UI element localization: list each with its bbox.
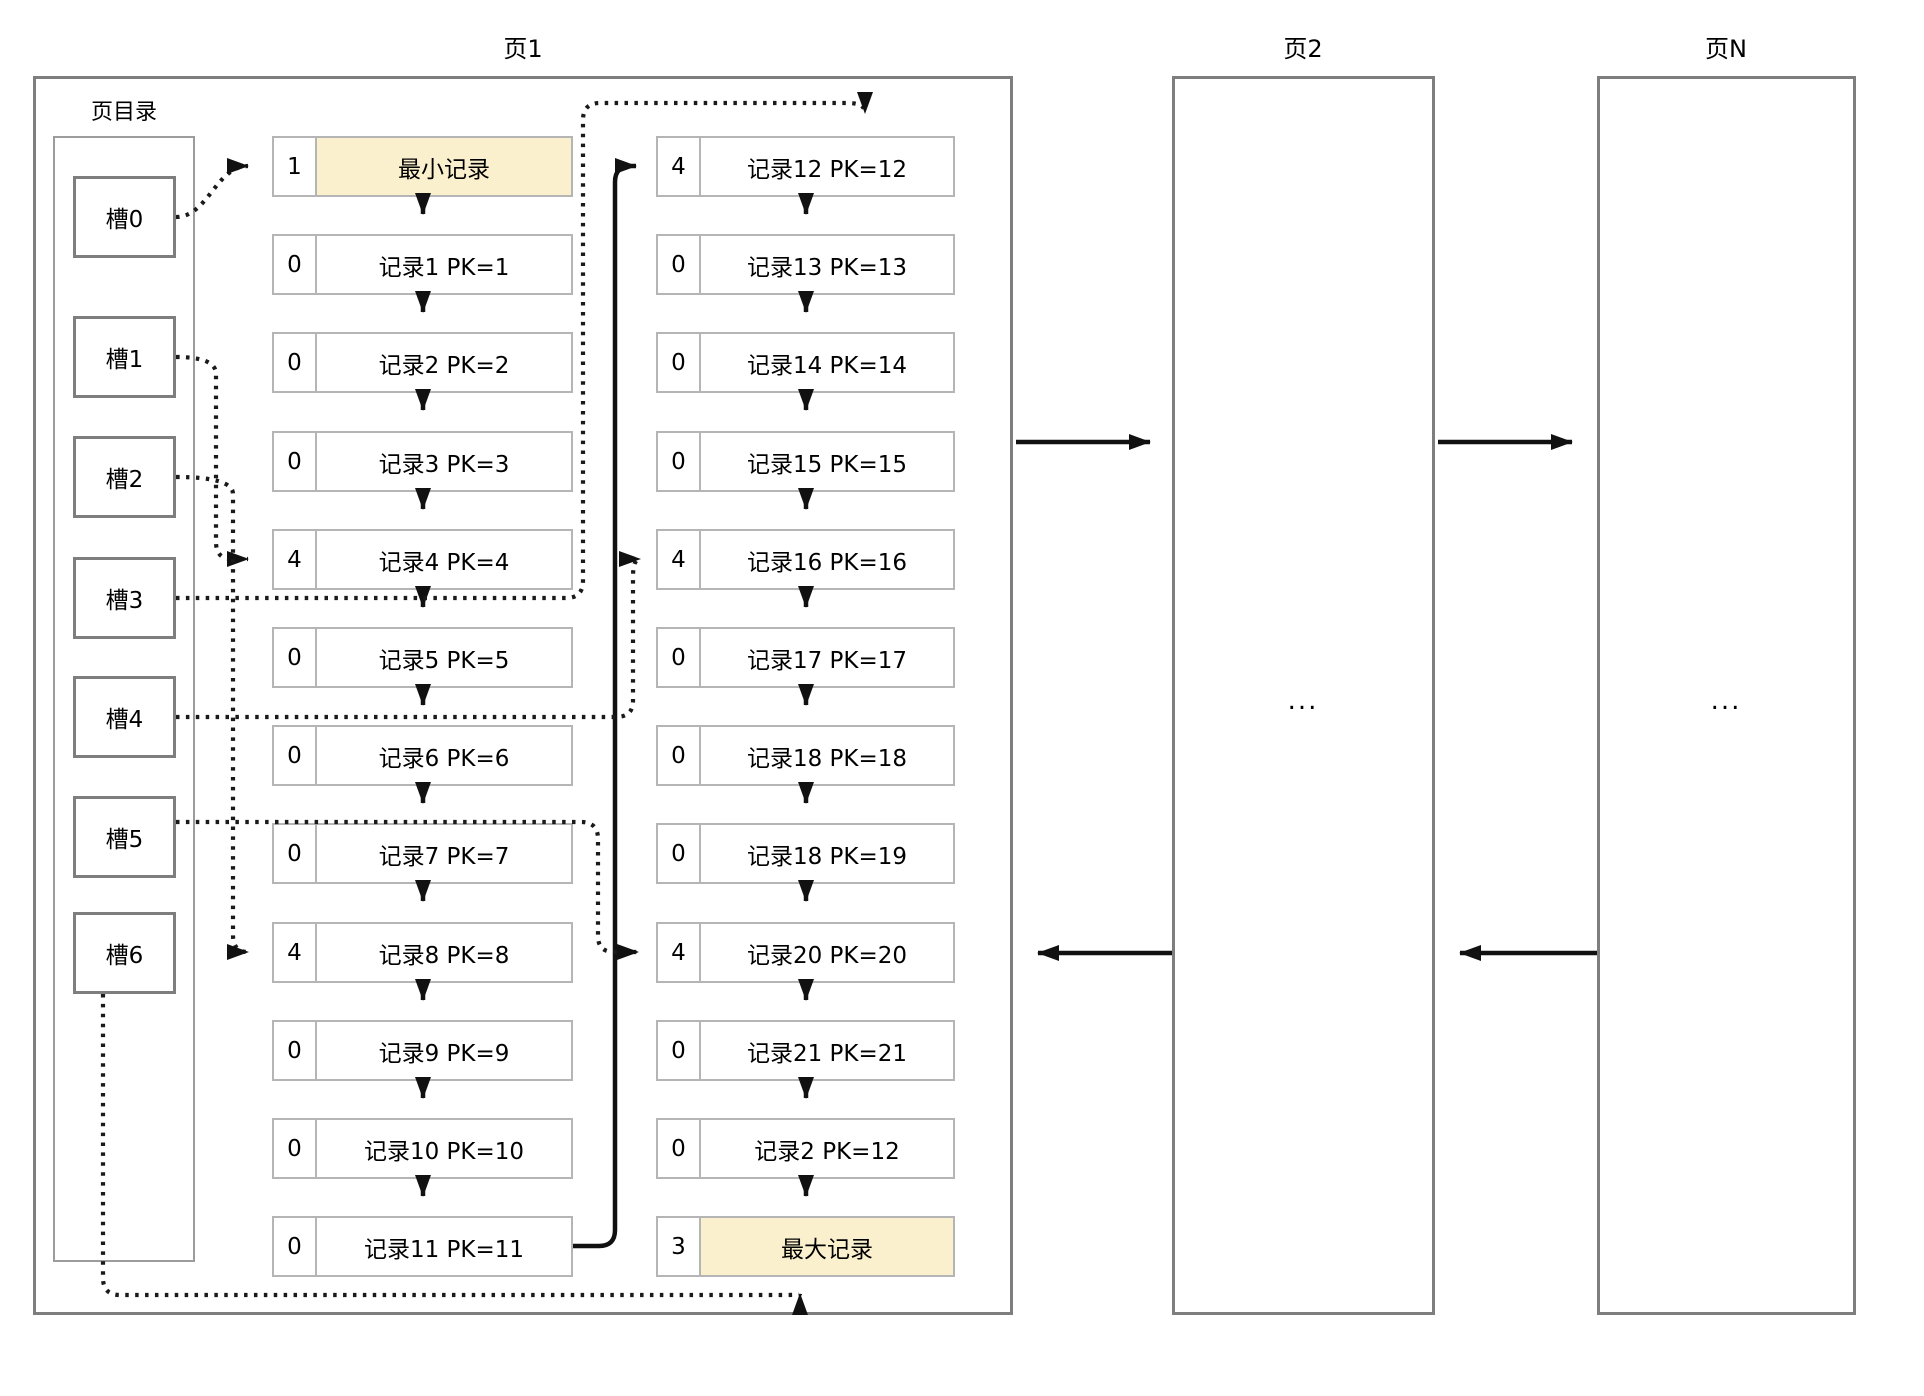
record-label: 记录14 PK=14	[701, 334, 953, 391]
record-row: 0 记录2 PK=12	[656, 1118, 955, 1179]
page1-title: 页1	[503, 35, 543, 63]
record-row: 0 记录2 PK=2	[272, 332, 573, 393]
record-row: 0 记录1 PK=1	[272, 234, 573, 295]
n-owned-cell: 0	[658, 825, 701, 882]
pageN-ellipsis: ...	[1710, 686, 1742, 716]
record-label: 记录16 PK=16	[701, 531, 953, 588]
page2-ellipsis: ...	[1287, 686, 1319, 716]
n-owned-cell: 4	[274, 924, 317, 981]
record-row: 0 记录11 PK=11	[272, 1216, 573, 1277]
record-label: 记录10 PK=10	[317, 1120, 571, 1177]
record-row: 4 记录20 PK=20	[656, 922, 955, 983]
record-label: 记录17 PK=17	[701, 629, 953, 686]
record-row: 0 记录3 PK=3	[272, 431, 573, 492]
record-row: 0 记录10 PK=10	[272, 1118, 573, 1179]
n-owned-cell: 0	[274, 727, 317, 784]
n-owned-cell: 0	[274, 1120, 317, 1177]
record-row: 0 记录6 PK=6	[272, 725, 573, 786]
record-label: 记录13 PK=13	[701, 236, 953, 293]
n-owned-cell: 4	[658, 924, 701, 981]
record-row: 4 记录12 PK=12	[656, 136, 955, 197]
n-owned-cell: 0	[274, 1218, 317, 1275]
slot-2: 槽2	[73, 436, 176, 518]
record-row: 0 记录18 PK=18	[656, 725, 955, 786]
n-owned-cell: 4	[658, 531, 701, 588]
slot-0: 槽0	[73, 176, 176, 258]
record-row: 4 记录8 PK=8	[272, 922, 573, 983]
slot-6: 槽6	[73, 912, 176, 994]
record-label: 记录9 PK=9	[317, 1022, 571, 1079]
record-label: 记录2 PK=12	[701, 1120, 953, 1177]
slot-4: 槽4	[73, 676, 176, 758]
record-label: 记录6 PK=6	[317, 727, 571, 784]
n-owned-cell: 0	[658, 236, 701, 293]
record-label: 记录1 PK=1	[317, 236, 571, 293]
record-label: 记录5 PK=5	[317, 629, 571, 686]
record-label: 记录18 PK=18	[701, 727, 953, 784]
record-label: 记录21 PK=21	[701, 1022, 953, 1079]
record-row: 0 记录15 PK=15	[656, 431, 955, 492]
n-owned-cell: 0	[274, 629, 317, 686]
pageN-title: 页N	[1705, 35, 1747, 63]
record-row: 0 记录9 PK=9	[272, 1020, 573, 1081]
pageN-box	[1597, 76, 1856, 1315]
record-row: 0 记录14 PK=14	[656, 332, 955, 393]
record-row: 0 记录17 PK=17	[656, 627, 955, 688]
record-row: 0 记录13 PK=13	[656, 234, 955, 295]
record-label: 记录2 PK=2	[317, 334, 571, 391]
record-label: 记录15 PK=15	[701, 433, 953, 490]
n-owned-cell: 1	[274, 138, 317, 195]
slot-3: 槽3	[73, 557, 176, 639]
slot-5: 槽5	[73, 796, 176, 878]
record-label: 记录12 PK=12	[701, 138, 953, 195]
record-label: 记录20 PK=20	[701, 924, 953, 981]
n-owned-cell: 4	[274, 531, 317, 588]
n-owned-cell: 0	[658, 727, 701, 784]
record-row: 4 记录16 PK=16	[656, 529, 955, 590]
page2-title: 页2	[1283, 35, 1323, 63]
n-owned-cell: 0	[658, 1022, 701, 1079]
n-owned-cell: 0	[658, 334, 701, 391]
record-row: 3 最大记录	[656, 1216, 955, 1277]
record-label: 记录8 PK=8	[317, 924, 571, 981]
record-row: 0 记录5 PK=5	[272, 627, 573, 688]
record-label: 记录18 PK=19	[701, 825, 953, 882]
record-row: 0 记录7 PK=7	[272, 823, 573, 884]
n-owned-cell: 0	[274, 1022, 317, 1079]
n-owned-cell: 4	[658, 138, 701, 195]
record-label: 记录4 PK=4	[317, 531, 571, 588]
record-label: 记录3 PK=3	[317, 433, 571, 490]
record-row: 1 最小记录	[272, 136, 573, 197]
page2-box	[1172, 76, 1435, 1315]
record-label: 最大记录	[701, 1218, 953, 1275]
n-owned-cell: 0	[274, 236, 317, 293]
n-owned-cell: 3	[658, 1218, 701, 1275]
record-label: 记录11 PK=11	[317, 1218, 571, 1275]
record-label: 记录7 PK=7	[317, 825, 571, 882]
slot-1: 槽1	[73, 316, 176, 398]
n-owned-cell: 0	[658, 1120, 701, 1177]
n-owned-cell: 0	[274, 334, 317, 391]
n-owned-cell: 0	[658, 629, 701, 686]
n-owned-cell: 0	[658, 433, 701, 490]
record-label: 最小记录	[317, 138, 571, 195]
n-owned-cell: 0	[274, 433, 317, 490]
page-directory-label: 页目录	[90, 100, 157, 125]
record-row: 0 记录18 PK=19	[656, 823, 955, 884]
record-row: 0 记录21 PK=21	[656, 1020, 955, 1081]
record-row: 4 记录4 PK=4	[272, 529, 573, 590]
n-owned-cell: 0	[274, 825, 317, 882]
